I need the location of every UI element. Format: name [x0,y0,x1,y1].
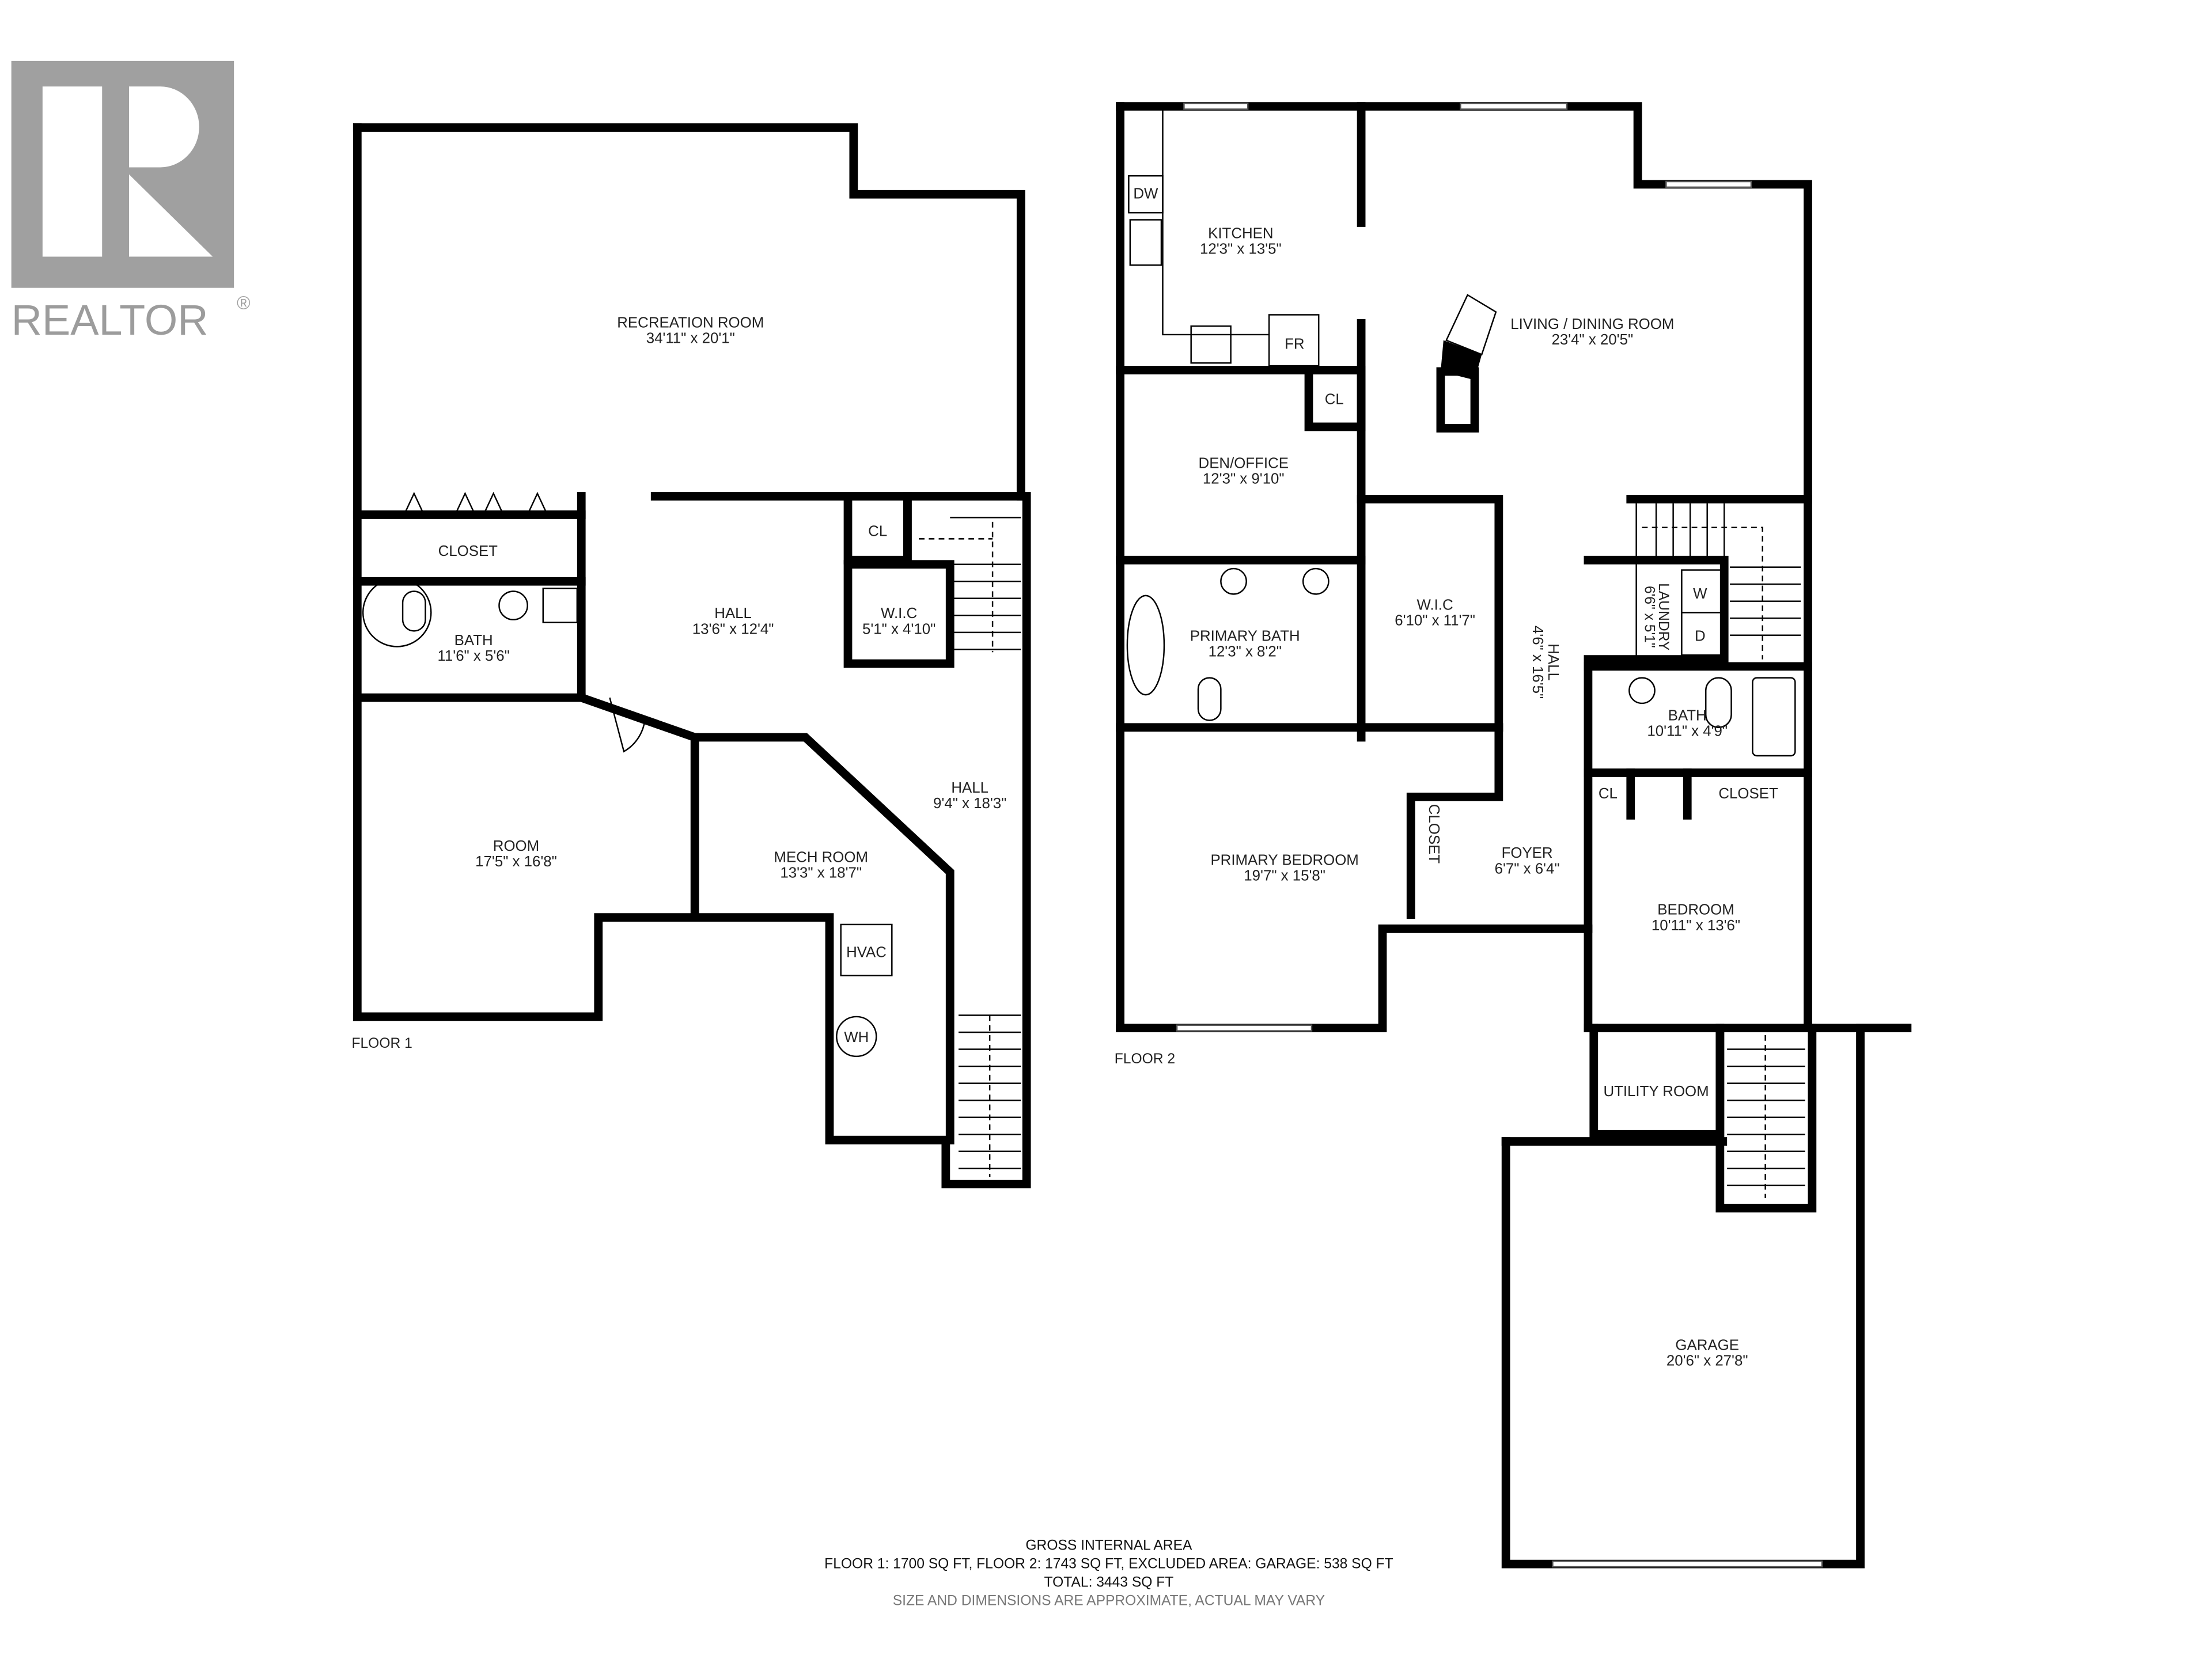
room-dims: 9'4" x 18'3" [933,796,1006,812]
sink-icon [498,590,528,620]
room-label: CLOSET [1426,804,1442,864]
sink-icon [1628,677,1656,704]
room-dims: 20'6" x 27'8" [1666,1353,1748,1369]
room-dims: 6'10" x 11'7" [1395,613,1475,629]
hvac-label: HVAC [846,945,887,961]
shower-icon [362,578,432,647]
stairs-floor1-lower [959,1014,1021,1177]
room-dims: 12'3" x 8'2" [1209,644,1282,660]
room-label: DEN/OFFICE [1199,455,1289,471]
room-dims: 12'3" x 13'5" [1200,241,1282,257]
room-dims: 23'4" x 20'5" [1551,332,1633,348]
room-label: UTILITY ROOM [1603,1084,1709,1100]
room-label: RECREATION ROOM [617,315,764,331]
bathtub-icon [1126,594,1165,696]
room-label: CL [1599,786,1618,802]
toilet-icon [402,590,426,632]
room-label: MECH ROOM [774,850,868,866]
room-dims: 10'11" x 4'9" [1647,724,1728,740]
area-title: GROSS INTERNAL AREA [1025,1537,1192,1553]
stairs-garage [1727,1035,1805,1198]
water-heater-label: WH [844,1029,869,1046]
room-label: BEDROOM [1657,902,1734,918]
fridge-label: FR [1285,336,1304,353]
room-label: CLOSET [438,543,498,559]
room-dims: 6'7" x 6'4" [1495,861,1560,877]
toilet-icon [1197,677,1222,721]
registered-mark: ® [237,293,251,313]
area-disclaimer: SIZE AND DIMENSIONS ARE APPROXIMATE, ACT… [893,1593,1325,1608]
kitchen-sink [1129,219,1162,266]
room-dims: 17'5" x 16'8" [475,854,557,870]
room-dims: 12'3" x 9'10" [1203,471,1285,487]
area-total: TOTAL: 3443 SQ FT [1044,1574,1174,1590]
realtor-wordmark: REALTOR [12,296,209,344]
fridge [1268,314,1320,367]
room-dims: 34'11" x 20'1" [646,331,735,347]
room-label: BATH [454,632,493,649]
room-label: ROOM [493,838,539,854]
realtor-logo: REALTOR ® [12,60,251,344]
room-label: W.I.C [881,605,917,622]
toilet-icon [1705,677,1732,729]
room-label: W.I.C [1417,597,1453,613]
floor2-label: FLOOR 2 [1115,1051,1175,1067]
dishwasher [1128,175,1164,214]
area-breakdown: FLOOR 1: 1700 SQ FT, FLOOR 2: 1743 SQ FT… [824,1556,1393,1571]
room-label: FOYER [1502,845,1553,861]
room-label: GARAGE [1675,1337,1739,1353]
water-heater [836,1016,877,1058]
dishwasher-label: DW [1133,186,1158,202]
garage-door [1552,1560,1823,1568]
room-dims: 13'3" x 18'7" [780,865,862,881]
sink-icon [1302,567,1330,595]
room-label: LAUNDRY [1656,583,1671,650]
stove [1190,325,1232,364]
room-dims: 4'6" x 16'5" [1529,626,1546,699]
room-dims: 6'6" x 5'1" [1641,586,1657,648]
room-dims: 11'6" x 5'6" [437,648,509,664]
floor2-plan: DW FR W D [1116,102,1912,1569]
washer-label: W [1693,586,1707,602]
room-label: PRIMARY BEDROOM [1210,853,1358,869]
room-label: HALL [1545,643,1561,681]
hvac-unit [840,923,893,976]
floor1-plan: HVAC WH [353,123,1031,1188]
floor1-label: FLOOR 1 [351,1036,412,1051]
stairs-floor1-upper [919,517,1021,653]
sink-icon [1220,567,1247,595]
room-label: BATH [1668,707,1707,724]
room-label: HALL [714,605,752,622]
room-dims: 10'11" x 13'6" [1652,918,1740,934]
room-label: CLOSET [1718,786,1778,802]
room-label: LIVING / DINING ROOM [1510,316,1674,332]
sink-icon [542,588,578,623]
room-dims: 5'1" x 4'10" [862,621,935,637]
room-label: CL [868,523,887,539]
stairs-floor2-upper [1635,503,1801,660]
room-label: CL [1325,392,1344,408]
room-dims: 19'7" x 15'8" [1244,868,1325,884]
room-label: KITCHEN [1208,226,1273,242]
dryer-label: D [1695,628,1706,645]
fireplace-hearth [1445,294,1497,356]
room-dims: 13'6" x 12'4" [692,621,774,637]
bathtub-icon [1752,677,1796,757]
room-label: PRIMARY BATH [1190,628,1300,645]
room-label: HALL [951,780,988,796]
